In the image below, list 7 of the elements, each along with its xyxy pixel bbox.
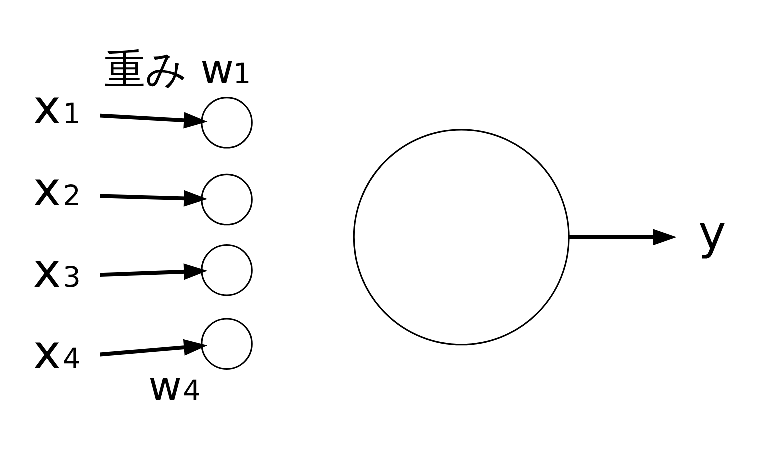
node-text: y [698, 206, 726, 261]
node-label: w4 [148, 362, 202, 410]
node-text: x2 [33, 162, 82, 217]
node-text: x3 [33, 243, 82, 298]
node-label: 重み w1 [104, 44, 252, 93]
node-text: x1 [33, 80, 82, 136]
node-text: x4 [33, 324, 82, 380]
